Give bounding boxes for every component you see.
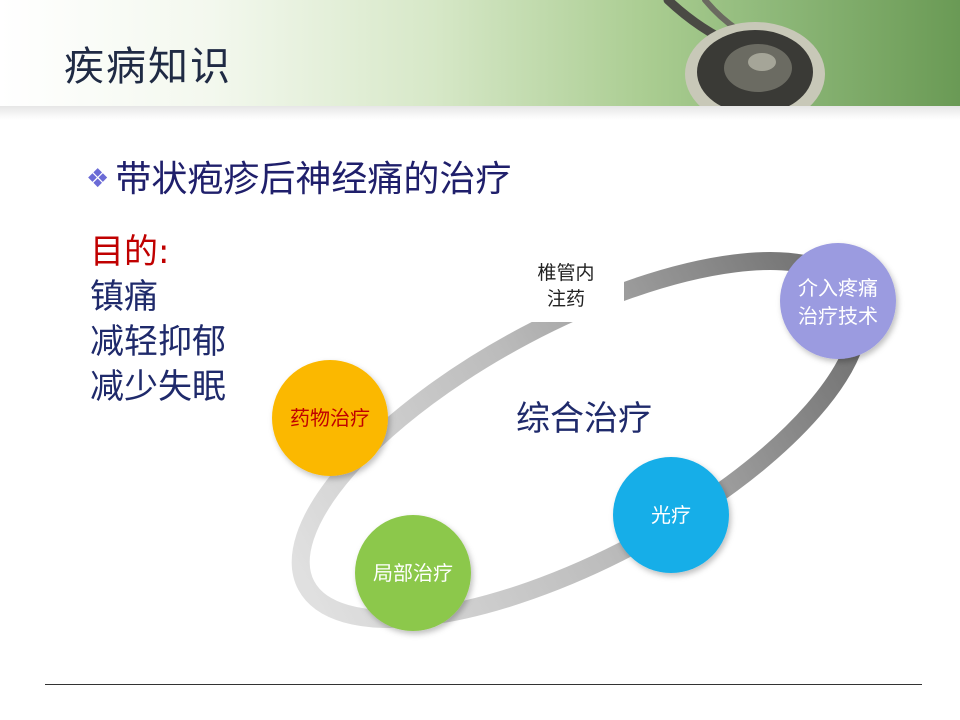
stethoscope-icon xyxy=(663,0,825,106)
page-title: 疾病知识 xyxy=(64,44,232,90)
node-local-treatment: 局部治疗 xyxy=(355,515,471,631)
node-label-line2: 治疗技术 xyxy=(798,304,878,328)
center-label: 综合治疗 xyxy=(516,399,652,439)
node-drug-treatment: 药物治疗 xyxy=(272,360,388,476)
diamond-bullet-icon: ❖ xyxy=(86,164,110,194)
node-label-line1: 介入疼痛 xyxy=(798,276,878,300)
header-banner: 疾病知识 xyxy=(0,0,960,106)
subtitle-text: 带状疱疹后神经痛的治疗 xyxy=(115,159,512,200)
footer-divider xyxy=(45,684,922,685)
node-label: 药物治疗 xyxy=(290,406,370,430)
spinal-label-line1: 椎管内 xyxy=(537,262,594,284)
node-label: 光疗 xyxy=(651,503,691,527)
goal-item: 镇痛 xyxy=(90,277,158,317)
spinal-label-line2: 注药 xyxy=(547,288,585,310)
spinal-injection-label: 椎管内 注药 xyxy=(537,262,594,310)
slide-subtitle: ❖带状疱疹后神经痛的治疗 xyxy=(86,150,511,202)
node-light-therapy: 光疗 xyxy=(613,457,729,573)
goals-heading: 目的: xyxy=(90,232,170,272)
goals-list: 目的: 镇痛 减轻抑郁 减少失眠 xyxy=(90,230,226,410)
node-interventional-pain: 介入疼痛 治疗技术 xyxy=(780,243,896,359)
goal-item: 减少失眠 xyxy=(90,367,226,407)
node-label: 局部治疗 xyxy=(373,561,453,585)
goal-item: 减轻抑郁 xyxy=(90,322,226,362)
header-divider-band xyxy=(0,106,960,120)
